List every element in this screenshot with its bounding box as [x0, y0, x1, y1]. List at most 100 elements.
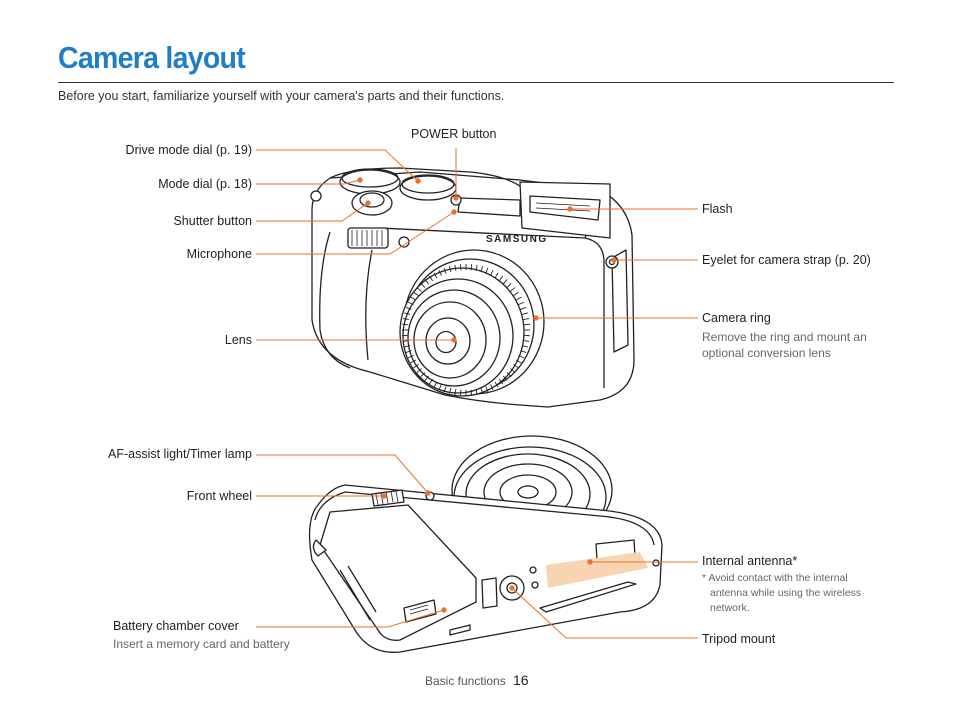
camera-ring-desc-line2: optional conversion lens — [702, 346, 831, 360]
ring-knurl-tick — [416, 287, 422, 292]
ring-knurl-tick — [459, 389, 462, 396]
ring-knurl-tick — [498, 275, 504, 282]
camera-ring-label: Camera ring — [702, 311, 771, 325]
lens-label: Lens — [224, 333, 252, 347]
camera-ring-desc-line1: Remove the ring and mount an — [702, 330, 867, 344]
ring-knurl-tick — [470, 264, 473, 271]
ring-knurl-tick — [405, 350, 412, 353]
ring-knurl-tick — [513, 364, 519, 369]
ring-knurl-tick — [454, 389, 457, 396]
ring-knurl-tick — [490, 384, 494, 391]
ring-knurl-tick — [521, 345, 528, 348]
ring-knurl-tick — [485, 386, 489, 393]
ring-knurl-tick — [518, 301, 525, 306]
ring-knurl-tick — [428, 378, 434, 385]
ring-knurl-tick — [521, 312, 528, 315]
ring-knurl-tick — [520, 307, 527, 310]
ring-knurl-tick — [475, 389, 478, 396]
camera-top-illustration: SAMSUNG — [310, 167, 635, 408]
af-assist-light-label: AF-assist light/Timer lamp — [107, 447, 252, 461]
ring-knurl-tick — [510, 287, 516, 292]
ring-knurl-tick — [420, 283, 426, 288]
ring-knurl-tick — [416, 368, 422, 373]
ring-knurl-tick — [502, 375, 508, 381]
ring-knurl-tick — [510, 368, 516, 373]
ring-knurl-tick — [485, 267, 489, 274]
microphone-label: Microphone — [186, 247, 252, 261]
brand-logo: SAMSUNG — [486, 234, 548, 245]
intro-text: Before you start, familiarize yourself w… — [58, 89, 505, 103]
internal-antenna-label: Internal antenna* — [702, 554, 798, 568]
antenna-area-highlight — [546, 552, 648, 588]
ring-knurl-tick — [506, 372, 512, 377]
ring-knurl-tick — [433, 272, 438, 279]
ring-knurl-tick — [518, 354, 525, 359]
power-button-label: POWER button — [411, 127, 497, 141]
antenna-note-line3: network. — [710, 602, 750, 614]
mode-dial-label: Mode dial (p. 18) — [158, 177, 252, 191]
ring-knurl-tick — [404, 312, 411, 315]
ring-knurl-tick — [516, 296, 522, 301]
ring-knurl-tick — [402, 339, 409, 342]
ring-knurl-tick — [410, 296, 416, 301]
shutter-button-label: Shutter button — [173, 214, 252, 228]
ring-knurl-tick — [404, 345, 411, 348]
ring-knurl-tick — [480, 387, 483, 394]
ring-knurl-tick — [433, 381, 438, 388]
camera-ring-description: Remove the ring and mount an optional co… — [702, 329, 867, 361]
ring-knurl-tick — [516, 359, 522, 364]
drive-mode-dial-label: Drive mode dial (p. 19) — [125, 143, 252, 157]
ring-knurl-tick — [523, 323, 530, 326]
ring-knurl-tick — [402, 323, 409, 326]
ring-knurl-tick — [424, 375, 430, 381]
tripod-mount-label: Tripod mount — [702, 632, 776, 646]
ring-knurl-tick — [459, 264, 462, 271]
ring-knurl-tick — [449, 387, 452, 394]
ring-knurl-tick — [454, 264, 457, 271]
flash-label: Flash — [702, 202, 733, 216]
antenna-note-line1: * Avoid contact with the internal — [702, 572, 848, 584]
battery-cover-description: Insert a memory card and battery — [113, 637, 290, 651]
ring-knurl-tick — [449, 266, 452, 273]
ring-knurl-tick — [520, 350, 527, 353]
ring-knurl-tick — [438, 269, 442, 276]
ring-knurl-tick — [428, 275, 434, 282]
ring-knurl-tick — [438, 384, 442, 391]
eyelet-label: Eyelet for camera strap (p. 20) — [702, 253, 871, 267]
ring-knurl-tick — [413, 364, 419, 369]
ring-knurl-tick — [480, 266, 483, 273]
ring-knurl-tick — [405, 307, 412, 310]
ring-knurl-tick — [523, 334, 530, 337]
footer-section-name: Basic functions — [425, 674, 506, 688]
callout-leaders — [256, 148, 698, 639]
ring-knurl-tick — [502, 279, 508, 285]
title-divider — [58, 82, 894, 83]
ring-knurl-tick — [498, 378, 504, 385]
ring-knurl-tick — [523, 318, 530, 321]
camera-ring-knurl — [402, 264, 530, 396]
ring-knurl-tick — [490, 269, 494, 276]
ring-knurl-tick — [424, 279, 430, 285]
page-title: Camera layout — [58, 40, 246, 75]
page-number: 16 — [513, 672, 529, 688]
antenna-note-line2: antenna while using the wireless — [710, 587, 862, 599]
ring-knurl-tick — [407, 301, 414, 306]
ring-knurl-tick — [470, 389, 473, 396]
ring-knurl-tick — [413, 291, 419, 296]
ring-knurl-tick — [443, 267, 447, 274]
ring-knurl-tick — [506, 283, 512, 288]
antenna-footnote: * Avoid contact with the internal antenn… — [702, 571, 861, 616]
ring-knurl-tick — [513, 291, 519, 296]
ring-knurl-tick — [407, 354, 414, 359]
battery-cover-label: Battery chamber cover — [113, 619, 239, 633]
ring-knurl-tick — [410, 359, 416, 364]
front-wheel-label: Front wheel — [186, 489, 252, 503]
ring-knurl-tick — [523, 339, 530, 342]
ring-knurl-tick — [420, 372, 426, 377]
ring-knurl-tick — [494, 381, 499, 388]
ring-knurl-tick — [494, 272, 499, 279]
camera-bottom-illustration — [308, 435, 663, 653]
ring-knurl-tick — [402, 334, 409, 337]
ring-knurl-tick — [443, 386, 447, 393]
